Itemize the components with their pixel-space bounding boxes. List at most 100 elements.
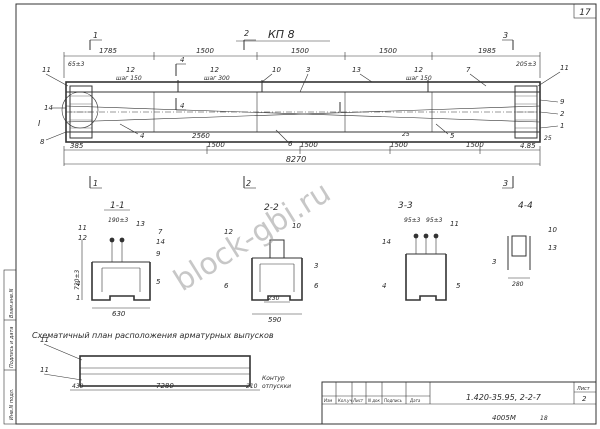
section-2-2: 2-2 230 590 12 10 3 6 6: [224, 203, 319, 324]
svg-text:280: 280: [512, 281, 524, 288]
svg-text:11: 11: [560, 64, 569, 72]
svg-text:отпускки: отпускки: [262, 383, 291, 390]
svg-text:190±3: 190±3: [108, 217, 128, 224]
svg-text:8: 8: [40, 138, 45, 146]
svg-text:I: I: [38, 119, 41, 128]
svg-text:1: 1: [93, 179, 98, 188]
svg-text:1: 1: [93, 31, 98, 40]
svg-text:7: 7: [466, 66, 471, 74]
svg-text:5: 5: [456, 282, 461, 290]
svg-text:11: 11: [450, 220, 459, 228]
svg-text:3: 3: [314, 262, 318, 270]
svg-text:шаг 150: шаг 150: [116, 75, 142, 82]
svg-text:1500: 1500: [300, 141, 318, 149]
svg-text:12: 12: [210, 66, 219, 74]
svg-text:1500: 1500: [390, 141, 408, 149]
svg-text:6: 6: [314, 282, 319, 290]
svg-text:Подпись: Подпись: [384, 398, 403, 403]
top-dim-3: 1500: [291, 47, 309, 55]
svg-text:9: 9: [156, 250, 161, 258]
section-mark-2-bottom: 2: [243, 176, 256, 189]
svg-text:5: 5: [156, 278, 161, 286]
svg-text:2-2: 2-2: [264, 203, 279, 213]
bottom-dimension-chain: 385 2560 1500 1500 1500 1500 4.85 8270: [63, 132, 541, 166]
top-dim-2: 1500: [196, 47, 214, 55]
svg-text:2: 2: [560, 110, 565, 118]
section-mark-1-bottom: 1: [89, 176, 102, 189]
svg-text:4-4: 4-4: [518, 201, 533, 211]
svg-text:4005М: 4005М: [492, 414, 516, 422]
svg-text:230: 230: [268, 295, 280, 302]
top-dim-1: 1785: [99, 47, 117, 55]
svg-text:590: 590: [268, 316, 282, 324]
svg-text:12: 12: [224, 228, 233, 236]
svg-text:14: 14: [382, 238, 391, 246]
svg-text:1: 1: [560, 122, 564, 130]
svg-text:630: 630: [112, 310, 126, 318]
svg-text:4: 4: [180, 102, 184, 110]
svg-text:10: 10: [292, 222, 301, 230]
svg-text:12: 12: [414, 66, 423, 74]
svg-text:6: 6: [224, 282, 229, 290]
svg-text:Лист: Лист: [576, 386, 591, 392]
svg-text:3: 3: [492, 258, 496, 266]
svg-text:3: 3: [503, 31, 508, 40]
svg-text:430: 430: [72, 383, 84, 390]
svg-text:1-1: 1-1: [110, 201, 125, 211]
position-labels: 65±3 11 12 шаг 150 12 шаг 300 10 3 13 12…: [38, 61, 569, 148]
svg-text:13: 13: [352, 66, 361, 74]
page-number: 17: [579, 8, 591, 18]
svg-text:4.85: 4.85: [520, 142, 536, 150]
svg-text:Контур: Контур: [262, 375, 285, 382]
svg-text:25: 25: [544, 135, 552, 142]
page-number-box: [573, 3, 597, 19]
svg-text:720±3: 720±3: [74, 270, 81, 290]
svg-text:4: 4: [180, 56, 184, 64]
svg-text:385: 385: [70, 142, 84, 150]
svg-text:2: 2: [246, 179, 251, 188]
svg-text:N док: N док: [368, 398, 380, 403]
top-dimension-chain: 1785 1500 1500 1500 1985: [63, 47, 541, 78]
svg-text:2: 2: [582, 395, 587, 403]
svg-text:1500: 1500: [466, 141, 484, 149]
svg-text:65±3: 65±3: [68, 61, 85, 68]
svg-text:2: 2: [244, 29, 249, 38]
side-stamp-text-2: Подпись и дата: [9, 327, 15, 368]
svg-text:13: 13: [136, 220, 145, 228]
title-block: Изм Кол.уч Лист N док Подпись Дата 1.420…: [321, 381, 597, 425]
svg-text:11: 11: [78, 224, 87, 232]
svg-text:11: 11: [42, 66, 51, 74]
svg-text:Дата: Дата: [409, 398, 421, 403]
svg-text:5: 5: [450, 132, 455, 140]
svg-text:4: 4: [76, 280, 80, 288]
sheet-frame: [15, 3, 597, 425]
svg-text:4: 4: [140, 132, 144, 140]
svg-text:3: 3: [503, 179, 508, 188]
svg-text:14: 14: [156, 238, 165, 246]
main-title: КП 8: [268, 28, 295, 41]
plan-caption: Схематичный план расположения арматурных…: [32, 331, 274, 340]
section-4-4: 4-4 280 10 13 3: [492, 201, 557, 288]
section-3-3: 3-3 95±3 95±3 11 14 4 5: [382, 201, 461, 301]
svg-text:11: 11: [40, 366, 49, 374]
svg-text:Изм: Изм: [324, 398, 332, 403]
svg-text:12: 12: [126, 66, 135, 74]
svg-text:95±3: 95±3: [426, 217, 443, 224]
svg-text:95±3: 95±3: [404, 217, 421, 224]
overall-length: 8270: [286, 155, 306, 164]
svg-text:18: 18: [540, 415, 548, 422]
svg-text:шаг 300: шаг 300: [204, 75, 230, 82]
doc-code: 1.420-35.95, 2-2-7: [466, 393, 542, 402]
side-stamp-text-3: Взам.инв.N: [9, 288, 15, 318]
svg-text:14: 14: [44, 104, 53, 112]
top-dim-4: 1500: [379, 47, 397, 55]
section-1-1: 1-1 720±3 190±3 630 11 12 13 7 14 9 5 4 …: [74, 201, 165, 318]
svg-text:10: 10: [548, 226, 557, 234]
svg-text:1: 1: [76, 294, 80, 302]
svg-text:7280: 7280: [156, 382, 174, 390]
svg-text:12: 12: [78, 234, 87, 242]
section-mark-2-top: 2: [243, 29, 256, 50]
side-stamp-text-1: Инв.N подл.: [9, 389, 15, 420]
section-mark-3-top: 3: [502, 31, 514, 50]
